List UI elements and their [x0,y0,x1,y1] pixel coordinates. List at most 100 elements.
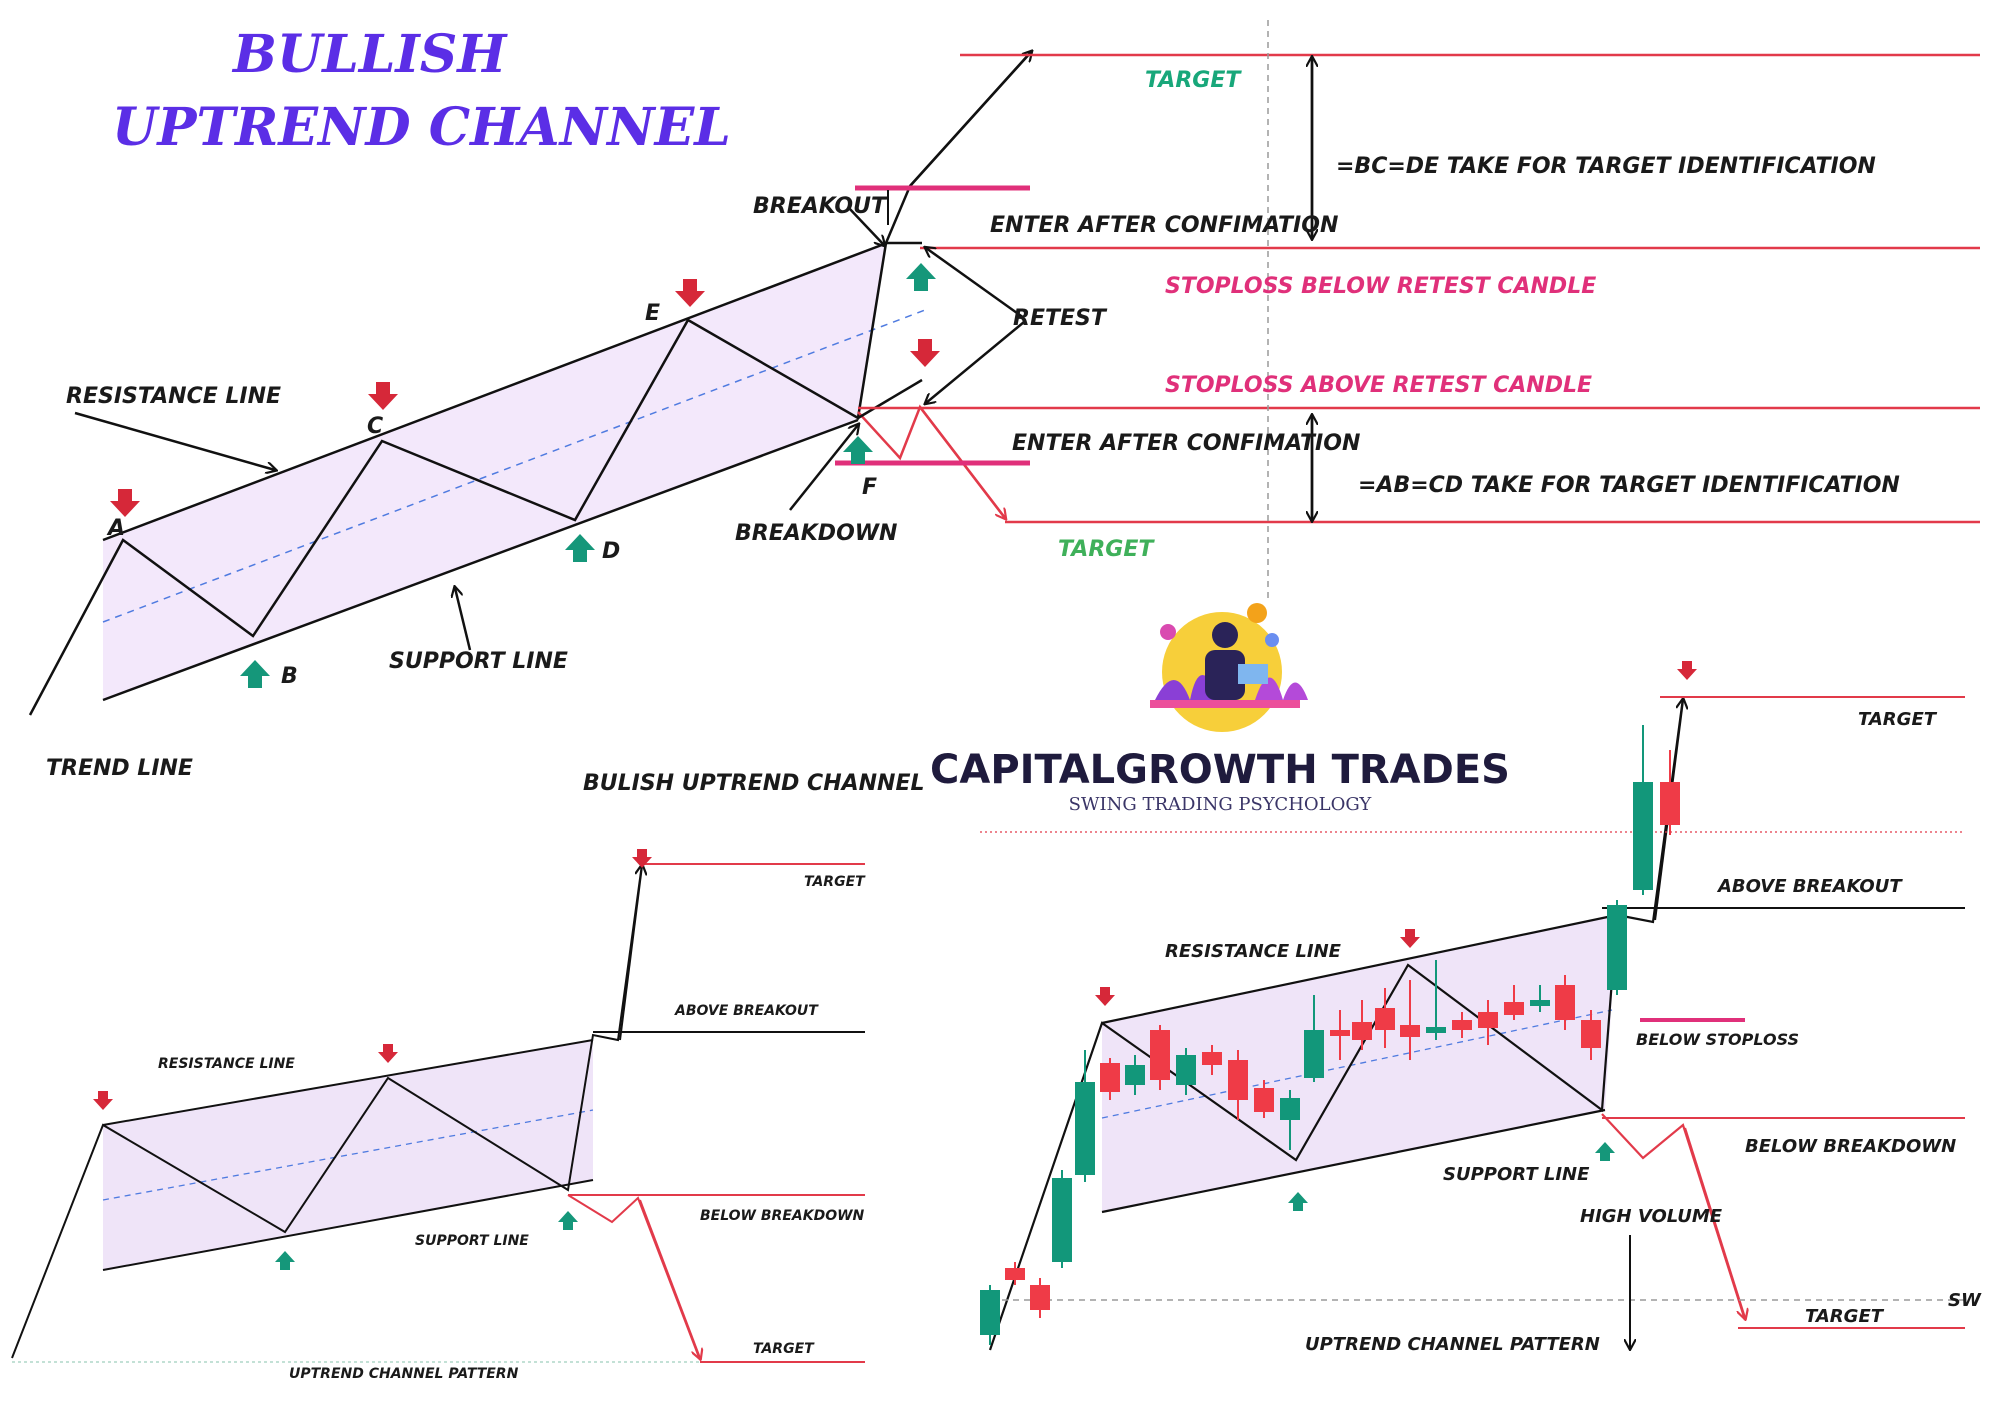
brand-name: CAPITALGROWTH TRADES [930,747,1510,793]
right-c-down-arrow [1400,929,1420,948]
main-ab-cd-label: =AB=CD TAKE FOR TARGET IDENTIFICATION [1358,473,1900,498]
right-above-breakout-label: ABOVE BREAKOUT [1716,876,1903,897]
brand-coin-icon [1247,603,1267,623]
main-breakout-label: BREAKOUT [753,194,888,219]
bull-candle [1304,1030,1324,1078]
main-target-bottom-label: TARGET [1058,537,1155,562]
left-target-top-label: TARGET [804,874,866,890]
main-trend-label: TREND LINE [46,756,193,781]
right-pattern-label: UPTREND CHANNEL PATTERN [1305,1334,1600,1355]
point-e-label: E [645,301,660,326]
bear-candle [1254,1088,1274,1112]
main-target-arrow [909,52,1031,187]
bear-candle [1352,1022,1372,1040]
bear-candle [1330,1030,1350,1036]
bull-candle [1075,1082,1095,1175]
left-above-breakout-label: ABOVE BREAKOUT [674,1003,819,1019]
main-bulish-channel-label: BULISH UPTREND CHANNEL [583,771,925,796]
point-a-down-arrow [110,489,140,517]
retest-down-arrow [910,339,940,367]
right-below-breakdown-label: BELOW BREAKDOWN [1745,1136,1956,1157]
right-target-top-label: TARGET [1858,709,1938,730]
title-line2: UPTREND CHANNEL [112,97,731,158]
bull-candle [1176,1055,1196,1085]
point-f-up-arrow [843,436,873,464]
left-a-down-arrow [93,1091,113,1110]
brand-coin-icon-3 [1265,633,1279,647]
point-a-label: A [106,516,125,541]
main-channel-fill [103,243,885,700]
bear-candle [1150,1030,1170,1080]
support-callout-arrow [455,588,472,651]
right-support-line [1101,1108,1606,1214]
main-support-line [102,418,859,702]
right-channel-fill [1102,915,1617,1212]
breakdown-callout-arrow [789,425,858,511]
right-diagram: TARGET ABOVE BREAKOUT RESISTANCE LINE BE… [980,661,1982,1355]
bull-candle [1280,1098,1300,1120]
right-resistance-line [1101,913,1618,1025]
main-resistance-line [102,241,888,542]
left-breakdown-arrow [639,1199,700,1358]
left-b-up-arrow [275,1251,295,1270]
point-b-label: B [281,664,298,689]
bear-candle [1555,985,1575,1020]
title-line1: BULLISH [231,24,508,85]
left-breakdown-path [567,1194,701,1361]
left-resistance-line [102,1039,594,1126]
retest-callout-arrow-bottom [926,321,1025,403]
bear-candle [1504,1002,1524,1015]
right-high-volume-label: HIGH VOLUME [1580,1206,1723,1227]
bear-candle [1452,1020,1472,1030]
left-target-arrow [619,866,642,1041]
bull-candle [1052,1178,1072,1262]
brand-person-icon [1205,650,1245,700]
point-f-label: F [862,475,877,500]
main-price-path [28,51,1032,716]
left-support-line [102,1179,594,1271]
main-midline [102,309,926,623]
left-target-down-arrow [632,849,652,868]
bull-candle [1125,1065,1145,1085]
left-diagram: TARGET ABOVE BREAKOUT RESISTANCE LINE SU… [11,849,866,1382]
left-price-path [11,863,643,1359]
left-support-label: SUPPORT LINE [415,1233,529,1249]
retest-callout-arrow-top [926,248,1025,320]
right-f-up-arrow [1595,1142,1615,1161]
main-breakdown-label: BREAKDOWN [735,521,897,546]
main-diagram: A B C D E F RESISTANCE LINE SUPPORT LINE… [28,20,1980,796]
brand-logo: CAPITALGROWTH TRADES SWING TRADING PSYCH… [930,603,1510,815]
left-f-up-arrow [558,1211,578,1230]
bear-candle [1581,1020,1601,1048]
bull-candle [1607,905,1627,990]
brand-tagline: SWING TRADING PSYCHOLOGY [1069,794,1373,815]
brand-laptop-icon [1238,664,1268,684]
point-d-label: D [602,539,620,564]
bear-candle [1375,1008,1395,1030]
right-b-up-arrow [1288,1192,1308,1211]
brand-plant-icon-2 [1255,677,1308,700]
right-price-path [988,697,1685,1351]
right-below-stoploss-label: BELOW STOPLOSS [1636,1030,1799,1049]
point-d-up-arrow [565,534,595,562]
bull-candle [1633,782,1653,890]
left-below-breakdown-label: BELOW BREAKDOWN [700,1208,865,1224]
bull-candle [1426,1027,1446,1033]
bull-candle [980,1290,1000,1335]
right-resistance-label: RESISTANCE LINE [1165,941,1342,962]
bear-candle [1660,782,1680,825]
main-retest-label: RETEST [1013,306,1108,331]
point-b-up-arrow [240,660,270,688]
right-target-bottom-label: TARGET [1805,1306,1885,1327]
main-enter-label-1: ENTER AFTER CONFIMATION [990,213,1338,238]
left-target-bottom-label: TARGET [753,1341,815,1357]
bear-candle [1030,1285,1050,1310]
main-target-top-label: TARGET [1145,68,1242,93]
bull-candle [1530,1000,1550,1006]
right-midline [1101,1009,1613,1119]
breakout-callout-arrow [847,206,884,245]
left-c-down-arrow [378,1044,398,1063]
main-enter-label-2: ENTER AFTER CONFIMATION [1012,431,1360,456]
main-support-label: SUPPORT LINE [389,649,568,674]
